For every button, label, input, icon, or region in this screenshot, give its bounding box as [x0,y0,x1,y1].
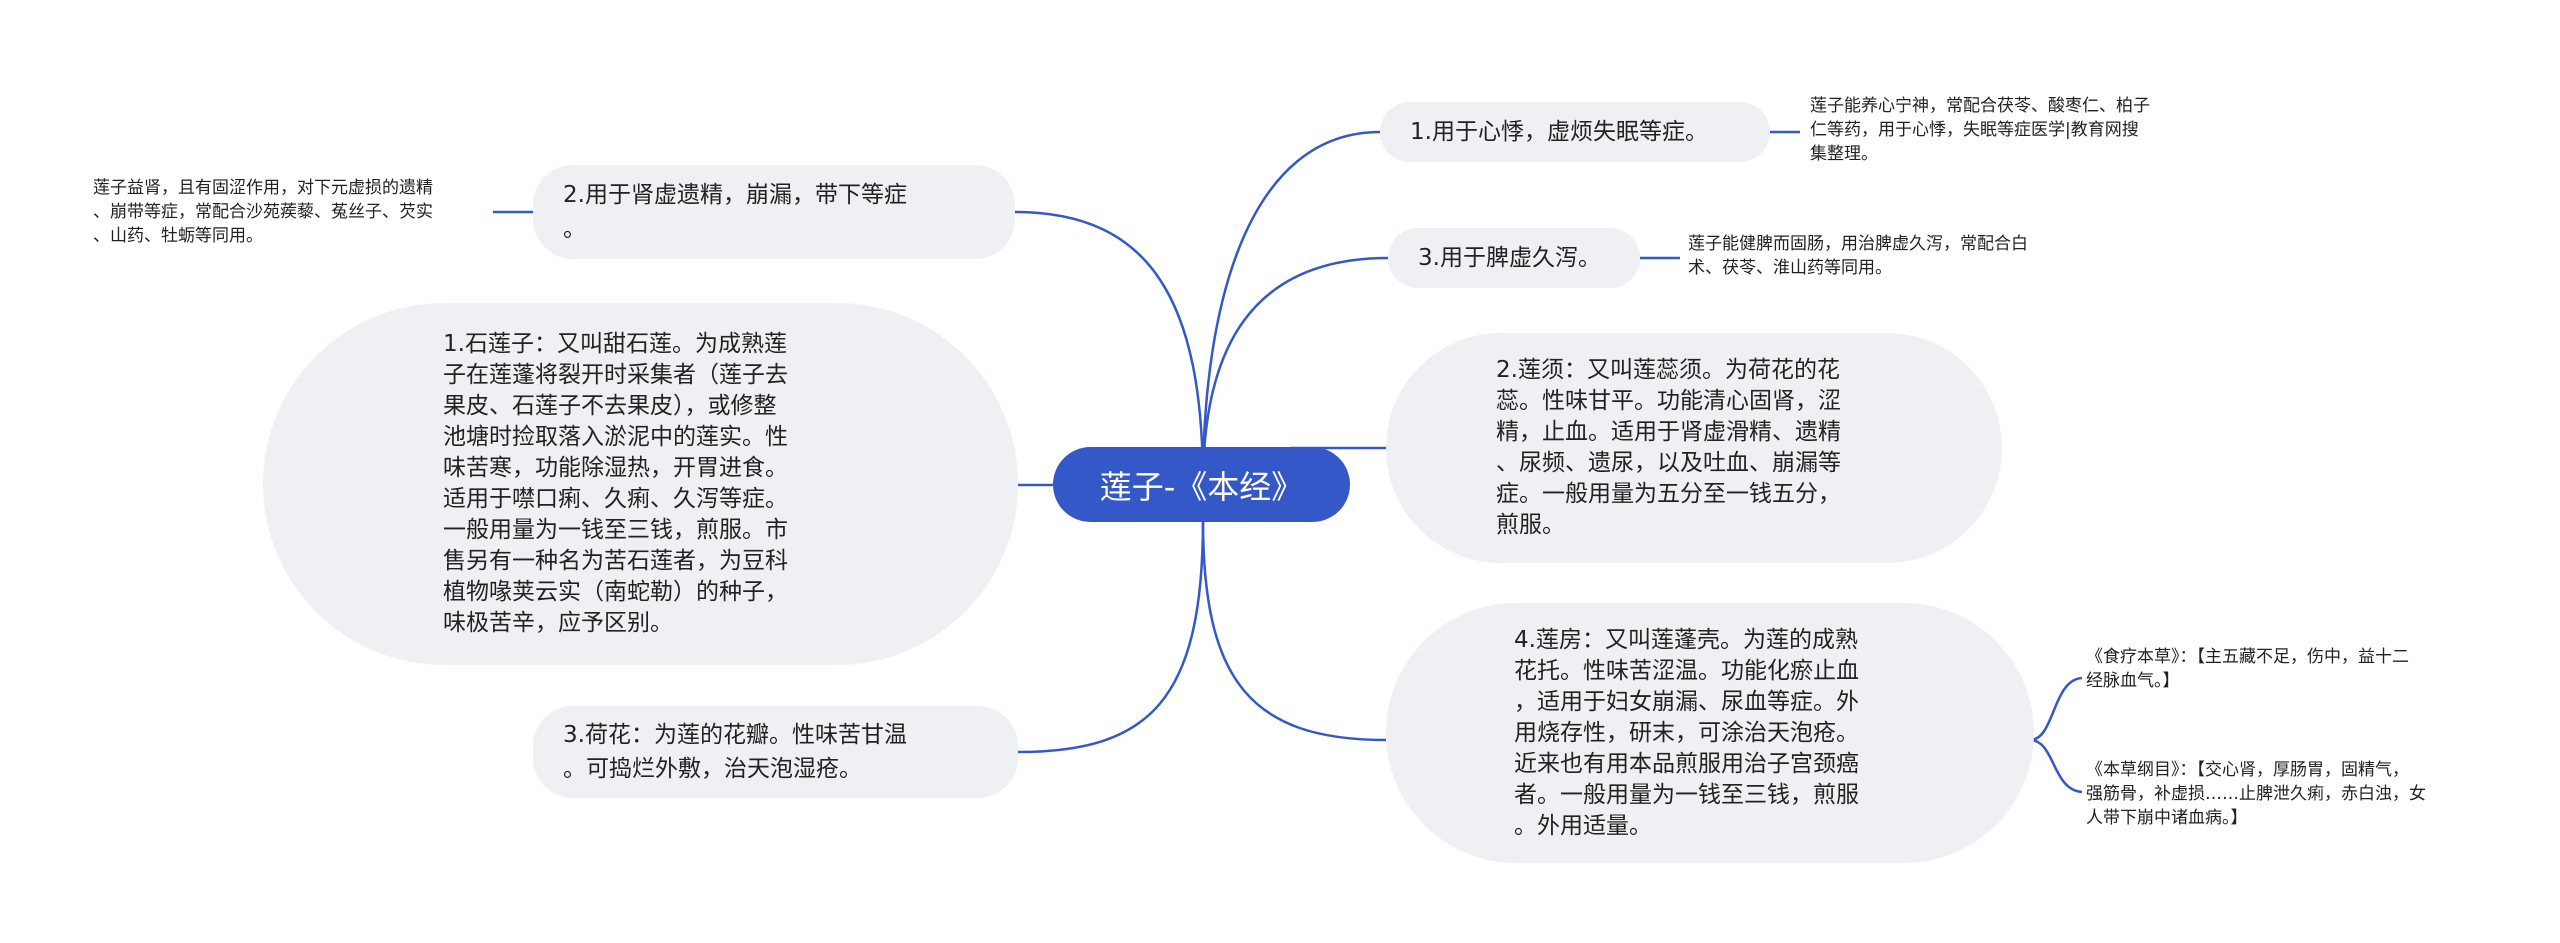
link-palpitation [1201,130,1381,486]
branch-flower-label: 3.荷花：为莲的花瓣。性味苦甘温 。可捣烂外敷，治天泡湿疮。 [563,722,907,782]
branch-stone-lotus[interactable]: 1.石莲子：又叫甜石莲。为成熟莲 子在莲蓬将裂开时采集者（莲子去 果皮、石莲子不… [263,303,1018,665]
branch-spleen[interactable]: 3.用于脾虚久泻。 [1388,228,1640,288]
branch-palpitation[interactable]: 1.用于心悸，虚烦失眠等症。 [1380,102,1770,162]
link-spleen [1201,256,1389,486]
branch-palpitation-label: 1.用于心悸，虚烦失眠等症。 [1410,119,1708,145]
root-node[interactable]: 莲子-《本经》 [1053,447,1350,522]
branch-stamen-label: 2.莲须：又叫莲蕊须。为荷花的花 蕊。性味甘平。功能清心固肾，涩 精，止血。适用… [1496,357,1841,538]
link-receptacle [1201,519,1387,742]
note-palpitation: 莲子能养心宁神，常配合茯苓、酸枣仁、柏子 仁等药，用于心悸，失眠等症医学|教育网… [1810,96,2150,164]
note-bracket-receptacle [2029,676,2083,794]
branch-receptacle[interactable]: 4.莲房：又叫莲蓬壳。为莲的成熟 花托。性味苦涩温。功能化瘀止血 ，适用于妇女崩… [1386,603,2034,863]
branch-stone-lotus-label: 1.石莲子：又叫甜石莲。为成熟莲 子在莲蓬将裂开时采集者（莲子去 果皮、石莲子不… [443,331,788,636]
branch-kidney-label: 2.用于肾虚遗精，崩漏，带下等症 。 [563,182,907,242]
branch-flower[interactable]: 3.荷花：为莲的花瓣。性味苦甘温 。可捣烂外敷，治天泡湿疮。 [533,706,1018,798]
note-receptacle-gangmu: 《本草纲目》：【交心肾，厚肠胃，固精气， 强筋骨，补虚损……止脾泄久痢，赤白浊，… [2086,760,2426,828]
branch-spleen-label: 3.用于脾虚久泻。 [1418,245,1601,271]
branch-receptacle-label: 4.莲房：又叫莲蓬壳。为莲的成熟 花托。性味苦涩温。功能化瘀止血 ，适用于妇女崩… [1514,626,1859,839]
note-receptacle-shiliao: 《食疗本草》：【主五藏不足，伤中，益十二 经脉血气。】 [2086,647,2409,691]
root-label: 莲子-《本经》 [1099,467,1304,506]
note-spleen: 莲子能健脾而固肠，用治脾虚久泻，常配合白 术、茯苓、淮山药等同用。 [1688,234,2028,278]
branch-kidney[interactable]: 2.用于肾虚遗精，崩漏，带下等症 。 [533,165,1015,259]
link-kidney [1014,210,1205,486]
link-flower [1017,519,1205,754]
note-kidney: 莲子益肾，且有固涩作用，对下元虚损的遗精 、崩带等症，常配合沙苑蒺藜、菟丝子、芡… [93,178,433,246]
branch-stamen[interactable]: 2.莲须：又叫莲蕊须。为荷花的花 蕊。性味甘平。功能清心固肾，涩 精，止血。适用… [1386,333,2002,563]
